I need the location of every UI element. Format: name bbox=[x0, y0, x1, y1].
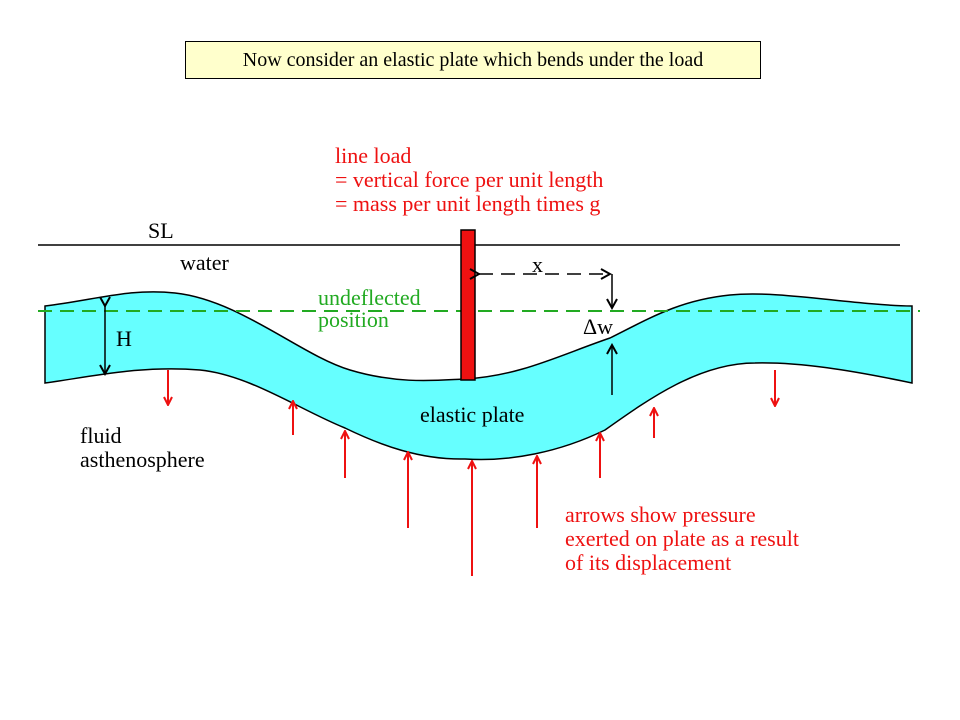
line-load-line1: line load bbox=[335, 143, 411, 168]
undeflected-line1: undeflected bbox=[318, 285, 421, 310]
pressure-note-line3: of its displacement bbox=[565, 550, 731, 575]
pressure-arrows bbox=[168, 370, 775, 576]
title-text: Now consider an elastic plate which bend… bbox=[242, 48, 704, 71]
elastic-plate bbox=[44, 291, 913, 461]
delta-w-label: Δw bbox=[583, 314, 613, 339]
pressure-note-line1: arrows show pressure bbox=[565, 502, 756, 527]
line-load-line2: = vertical force per unit length bbox=[335, 167, 603, 192]
line-load-line3: = mass per unit length times g bbox=[335, 191, 600, 216]
undeflected-label: undeflected position bbox=[318, 285, 426, 332]
line-load-label: line load = vertical force per unit leng… bbox=[335, 143, 609, 216]
pressure-note-label: arrows show pressure exerted on plate as… bbox=[565, 502, 804, 575]
line-load-bar bbox=[460, 229, 476, 381]
sea-level-label: SL bbox=[148, 218, 174, 243]
fluid-line2: asthenosphere bbox=[80, 447, 205, 472]
pressure-note-line2: exerted on plate as a result bbox=[565, 526, 799, 551]
fluid-line1: fluid bbox=[80, 423, 122, 448]
fluid-label: fluid asthenosphere bbox=[80, 423, 205, 472]
water-label: water bbox=[180, 250, 230, 275]
title-box: Now consider an elastic plate which bend… bbox=[185, 41, 761, 79]
undeflected-line2: position bbox=[318, 307, 389, 332]
x-label: x bbox=[532, 252, 543, 277]
elastic-plate-label: elastic plate bbox=[420, 402, 524, 427]
thickness-label: H bbox=[116, 326, 132, 351]
